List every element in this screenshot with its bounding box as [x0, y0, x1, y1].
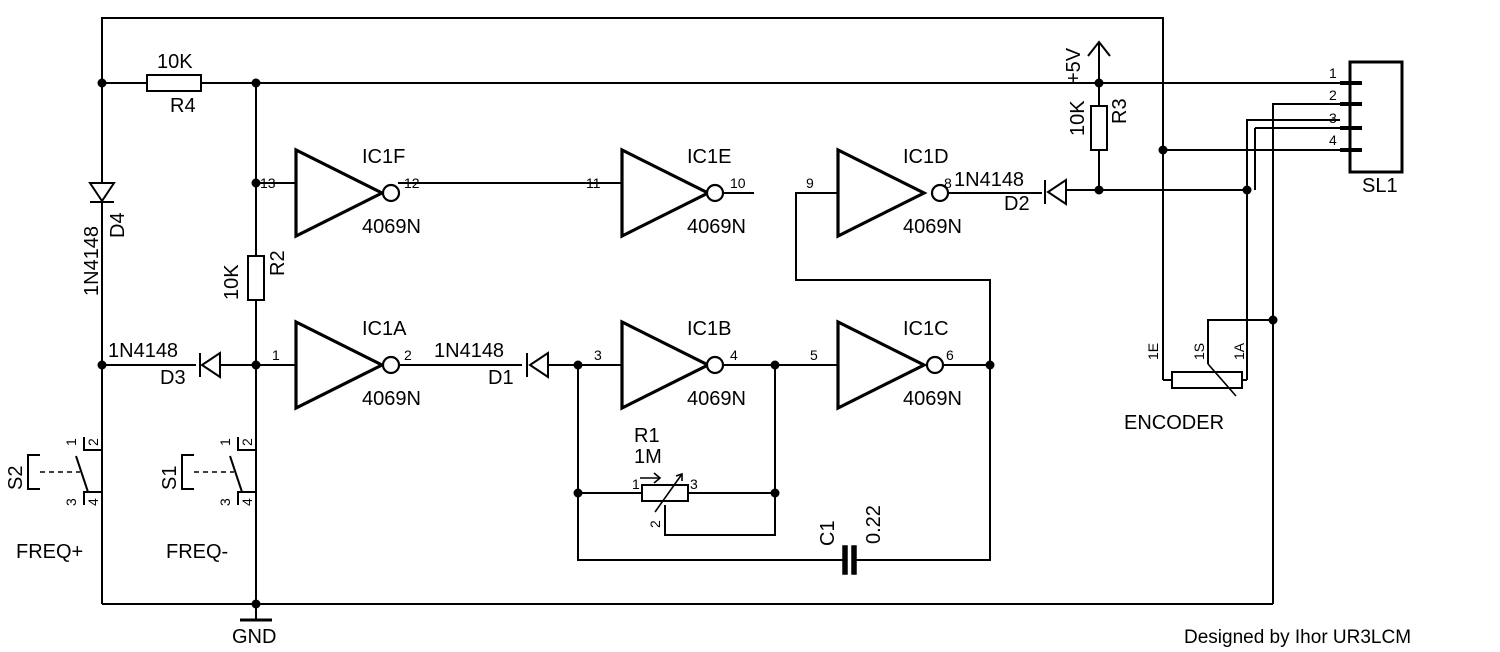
diode-name: D4 — [107, 212, 129, 238]
resistor-value: 1M — [634, 446, 662, 468]
pin-label: 1 — [632, 476, 640, 492]
capacitor-name: C1 — [817, 520, 839, 546]
diode-part: 1N4148 — [81, 226, 103, 296]
pin-label: 1A — [1231, 342, 1247, 360]
pin-label: 2 — [404, 347, 412, 363]
pin-label: 4 — [730, 347, 738, 363]
pin-label: 6 — [946, 347, 954, 363]
inverter-ic1c: IC1C 4069N 5 6 — [810, 318, 962, 411]
pin-label: 2 — [1329, 87, 1337, 103]
gnd-label: GND — [232, 626, 276, 648]
switch-label: FREQ- — [166, 541, 228, 563]
diode-d4: 1N4148 D4 — [81, 182, 129, 296]
diode-part: 1N4148 — [434, 340, 504, 362]
diode-d1: 1N4148 D1 — [434, 340, 549, 389]
resistor-name: R1 — [634, 425, 660, 447]
designer-credit: Designed by Ihor UR3LCM — [1184, 627, 1411, 648]
gate-part: 4069N — [687, 388, 746, 410]
resistor-name: R3 — [1109, 98, 1131, 124]
junction-dots — [97, 78, 1278, 609]
pin-label: 2 — [85, 438, 101, 446]
switch-label: FREQ+ — [16, 541, 83, 563]
wires — [101, 17, 1340, 605]
connector-name: SL1 — [1362, 175, 1398, 197]
resistor-r3: 10K R3 — [1067, 98, 1131, 151]
inverter-ic1d: IC1D 4069N 9 8 — [806, 146, 962, 239]
pin-label: 8 — [944, 175, 952, 191]
gate-name: IC1D — [903, 146, 949, 168]
resistor-value: 10K — [1067, 100, 1089, 136]
resistor-value: 10K — [157, 51, 193, 73]
switch-s2: S2 1 2 3 4 FREQ+ — [5, 437, 102, 563]
gate-name: IC1F — [362, 146, 405, 168]
pin-label: 2 — [647, 520, 663, 528]
gnd-symbol: GND — [232, 604, 276, 648]
capacitor-value: 0.22 — [863, 505, 885, 544]
encoder-name: ENCODER — [1124, 412, 1224, 434]
inverter-ic1b: IC1B 4069N 3 4 — [594, 318, 746, 411]
inverter-ic1e: IC1E 4069N 11 10 — [586, 146, 746, 239]
diode-name: D1 — [488, 367, 514, 389]
inverter-ic1f: IC1F 4069N 13 12 — [260, 146, 421, 239]
pin-label: 3 — [1329, 110, 1337, 126]
vcc-label: +5V — [1063, 47, 1085, 84]
pin-label: 1S — [1191, 343, 1207, 360]
pin-label: 12 — [404, 175, 420, 191]
capacitor-c1: C1 0.22 — [817, 505, 885, 575]
pin-label: 4 — [1329, 132, 1337, 148]
pin-label: 4 — [85, 498, 101, 506]
pin-label: 1 — [217, 438, 233, 446]
pin-label: 1 — [272, 347, 280, 363]
diode-d3: 1N4148 D3 — [108, 340, 221, 389]
switch-name: S1 — [159, 466, 181, 490]
gate-name: IC1E — [687, 146, 731, 168]
potentiometer-r1: R1 1M 1 2 3 — [632, 425, 698, 528]
pin-label: 10 — [730, 175, 746, 191]
diode-d2: 1N4148 D2 — [954, 169, 1067, 215]
pin-label: 1E — [1145, 343, 1161, 360]
vcc-symbol: +5V — [1063, 40, 1111, 84]
gate-part: 4069N — [903, 216, 962, 238]
pin-label: 5 — [810, 347, 818, 363]
gate-part: 4069N — [362, 216, 421, 238]
pin-label: 2 — [239, 438, 255, 446]
resistor-name: R4 — [170, 95, 196, 117]
pin-label: 11 — [586, 175, 601, 191]
diode-part: 1N4148 — [954, 169, 1024, 191]
gate-part: 4069N — [687, 216, 746, 238]
resistor-name: R2 — [267, 250, 289, 276]
gate-name: IC1C — [903, 318, 949, 340]
gate-name: IC1A — [362, 318, 407, 340]
switch-s1: S1 1 2 3 4 FREQ- — [159, 437, 256, 563]
resistor-value: 10K — [221, 264, 243, 300]
resistor-r2: 10K R2 — [221, 250, 289, 301]
pin-label: 3 — [594, 347, 602, 363]
resistor-r4: 10K R4 — [146, 51, 202, 117]
pin-label: 13 — [260, 175, 276, 191]
gate-part: 4069N — [903, 388, 962, 410]
inverter-ic1a: IC1A 4069N 1 2 — [272, 318, 421, 411]
pin-label: 4 — [239, 498, 255, 506]
diode-part: 1N4148 — [108, 340, 178, 362]
encoder: 1E 1S 1A ENCODER — [1124, 342, 1247, 434]
gate-part: 4069N — [362, 388, 421, 410]
gate-name: IC1B — [687, 318, 731, 340]
pin-label: 9 — [806, 175, 814, 191]
pin-label: 3 — [217, 498, 233, 506]
diode-name: D3 — [160, 367, 186, 389]
pin-label: 1 — [63, 438, 79, 446]
pin-label: 3 — [690, 476, 698, 492]
pin-label: 1 — [1329, 65, 1337, 81]
diode-name: D2 — [1004, 193, 1030, 215]
connector-sl1: 1 2 3 4 SL1 — [1329, 60, 1404, 197]
pin-label: 3 — [63, 498, 79, 506]
switch-name: S2 — [5, 466, 27, 490]
